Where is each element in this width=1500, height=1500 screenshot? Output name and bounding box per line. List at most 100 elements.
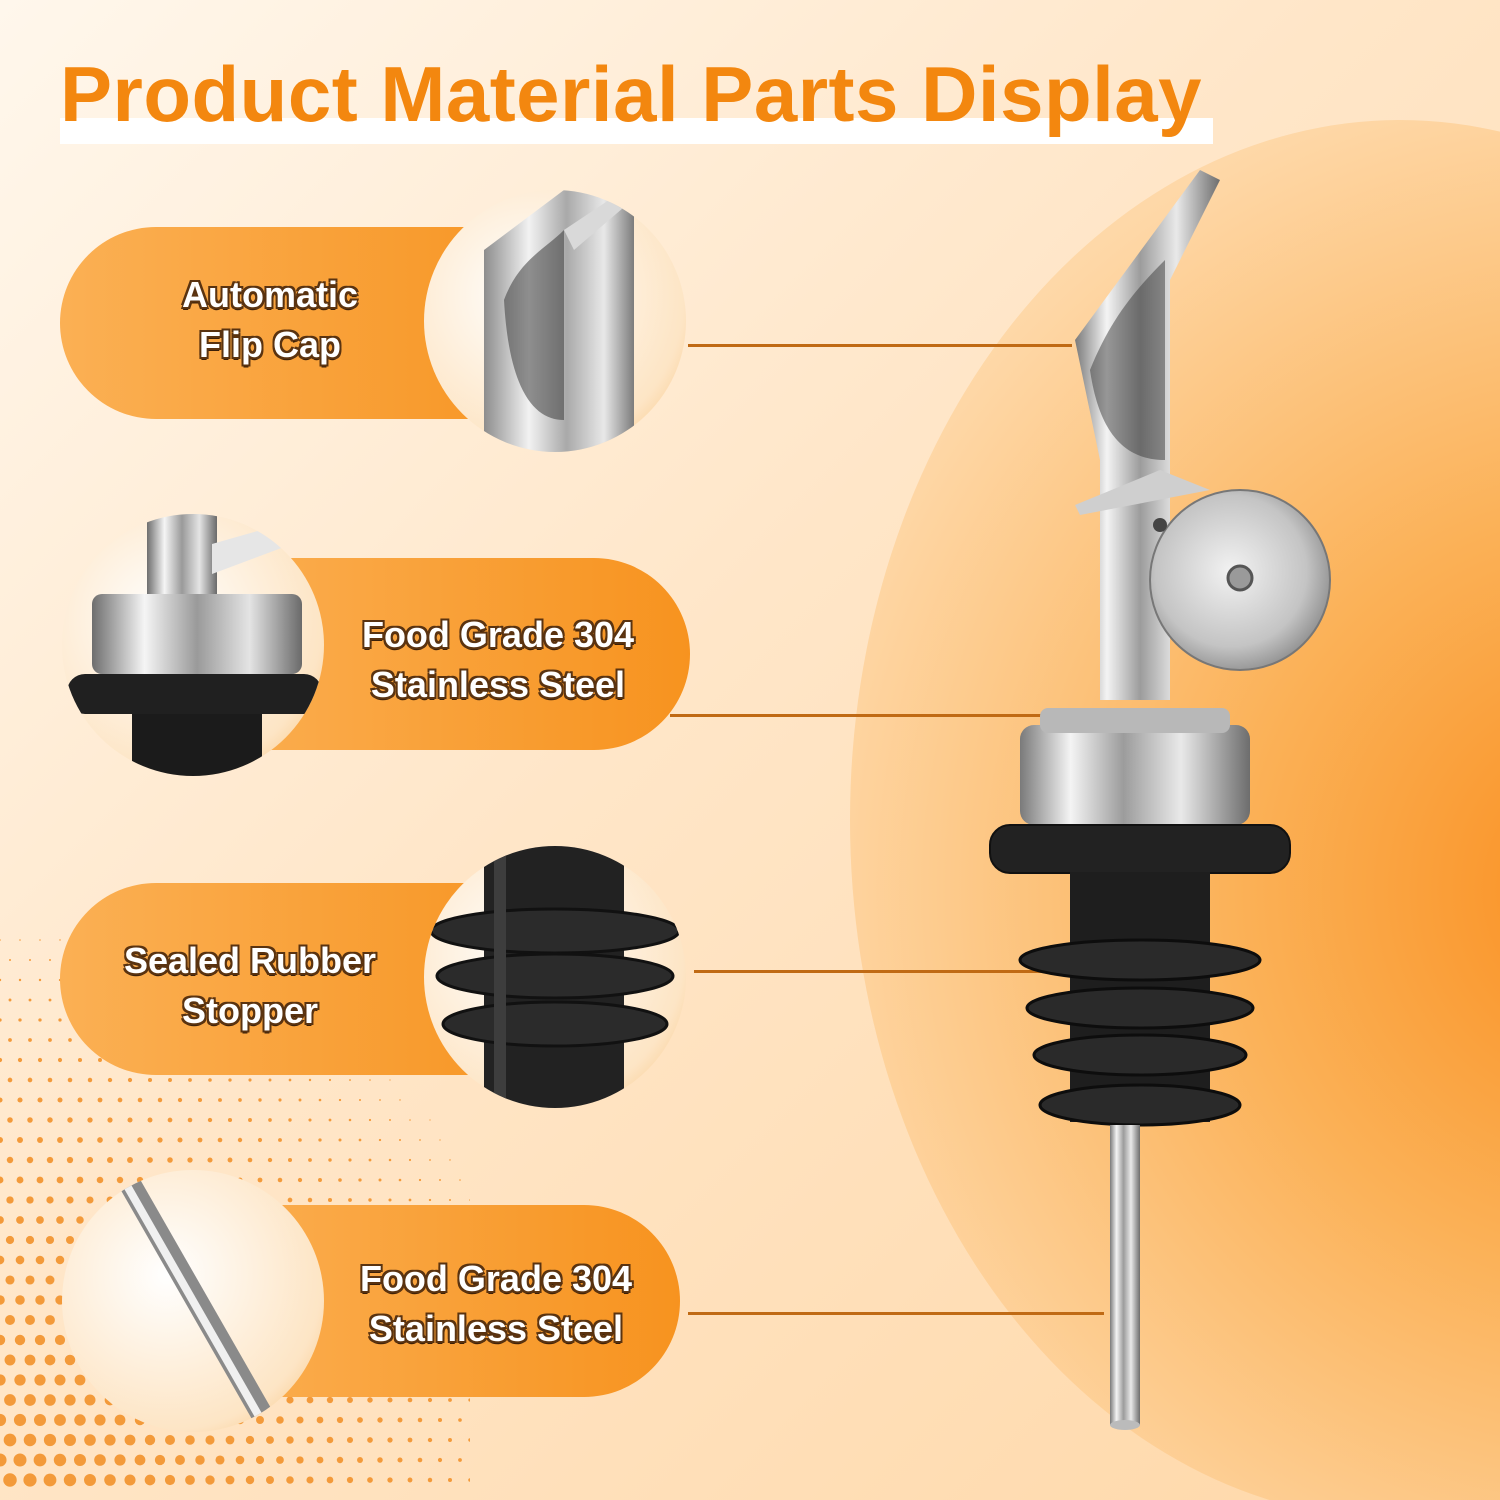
halftone-dot [288, 1078, 292, 1082]
callout-label-steel-tube: Food Grade 304 Stainless Steel [336, 1254, 656, 1354]
halftone-dot [8, 1038, 12, 1042]
halftone-dot [9, 959, 11, 961]
halftone-dot [6, 1196, 14, 1204]
halftone-dot [17, 1057, 23, 1063]
halftone-dot [55, 1255, 65, 1265]
halftone-dot [255, 1455, 265, 1465]
halftone-dot [235, 1455, 245, 1465]
halftone-dot [17, 1137, 23, 1143]
halftone-dot [107, 1077, 113, 1083]
halftone-dot [117, 1097, 123, 1103]
halftone-dot [23, 1433, 37, 1447]
halftone-dot [197, 1137, 203, 1143]
halftone-dot [217, 1137, 223, 1143]
halftone-dot [45, 1275, 55, 1285]
halftone-dot [114, 1454, 126, 1466]
steel-tube-closeup-image [112, 1170, 282, 1432]
halftone-dot [16, 1216, 24, 1224]
halftone-dot [367, 1397, 373, 1403]
halftone-dot [167, 1157, 173, 1163]
halftone-dot [17, 1097, 23, 1103]
halftone-dot [238, 1098, 242, 1102]
halftone-dot [326, 1396, 334, 1404]
halftone-dot [268, 1118, 272, 1122]
callout-label-line: Automatic [181, 274, 358, 315]
callout-label-line: Stainless Steel [370, 664, 626, 705]
halftone-dot [399, 1099, 401, 1101]
halftone-dot [0, 939, 1, 941]
halftone-dot [298, 1138, 302, 1142]
halftone-dot [369, 1079, 371, 1081]
halftone-dot [358, 1138, 362, 1142]
halftone-dot [247, 1157, 253, 1163]
halftone-dot [308, 1158, 312, 1162]
callout-label-rubber-stopper: Sealed Rubber Stopper [100, 936, 400, 1036]
callout-label-line: Stopper [181, 990, 318, 1031]
halftone-dot [26, 1156, 34, 1164]
halftone-dot [318, 1178, 322, 1182]
halftone-dot [439, 1139, 441, 1141]
halftone-dot [349, 1079, 351, 1081]
halftone-dot [215, 1455, 225, 1465]
halftone-dot [207, 1157, 213, 1163]
halftone-dot [29, 959, 31, 961]
halftone-dot [326, 1476, 334, 1484]
halftone-dot [74, 1414, 86, 1426]
halftone-dot [409, 1119, 411, 1121]
halftone-dot [94, 1454, 106, 1466]
halftone-dot [36, 1176, 44, 1184]
halftone-dot [287, 1197, 293, 1203]
halftone-dot [0, 1057, 3, 1063]
halftone-dot [7, 1077, 13, 1083]
halftone-dot [5, 1315, 15, 1325]
halftone-dot [87, 1117, 93, 1123]
halftone-dot [326, 1436, 334, 1444]
halftone-dot [68, 1038, 72, 1042]
halftone-dot [328, 1158, 332, 1162]
halftone-dot [137, 1137, 143, 1143]
halftone-dot [5, 1235, 15, 1245]
halftone-dot [218, 1098, 222, 1102]
halftone-dot [338, 1178, 342, 1182]
halftone-dot [134, 1454, 146, 1466]
halftone-dot [378, 1138, 382, 1142]
halftone-dot [76, 1176, 84, 1184]
halftone-dot [0, 1097, 3, 1103]
halftone-dot [86, 1156, 94, 1164]
halftone-dot [316, 1416, 324, 1424]
halftone-dot [96, 1176, 104, 1184]
halftone-dot [348, 1158, 352, 1162]
halftone-dot [24, 1394, 36, 1406]
halftone-dot [77, 1137, 83, 1143]
halftone-dot [0, 1295, 5, 1305]
halftone-dot [0, 1453, 7, 1467]
halftone-dot [468, 1478, 470, 1482]
halftone-dot [47, 1077, 53, 1083]
halftone-dot [205, 1475, 215, 1485]
halftone-dot [207, 1117, 213, 1123]
halftone-dot [306, 1436, 314, 1444]
halftone-dot [14, 1334, 26, 1346]
halftone-dot [147, 1157, 153, 1163]
halftone-dot [168, 1078, 172, 1082]
halftone-dot [257, 1177, 263, 1183]
halftone-dot [258, 1098, 262, 1102]
halftone-dot [157, 1137, 163, 1143]
halftone-dot [7, 1117, 13, 1123]
halftone-dot [87, 1077, 93, 1083]
halftone-dot [267, 1157, 273, 1163]
halftone-dot [286, 1396, 294, 1404]
halftone-dot [336, 1416, 344, 1424]
halftone-dot [306, 1396, 314, 1404]
halftone-dot [208, 1078, 212, 1082]
halftone-dot [36, 1216, 44, 1224]
detail-circle-steel-collar [62, 514, 324, 776]
halftone-dot [387, 1437, 393, 1443]
halftone-dot [377, 1417, 383, 1423]
halftone-dot [26, 1196, 34, 1204]
halftone-dot [379, 1099, 381, 1101]
halftone-dot [18, 1018, 22, 1022]
halftone-dot [256, 1416, 264, 1424]
halftone-dot [429, 1119, 431, 1121]
halftone-dot [46, 1156, 54, 1164]
